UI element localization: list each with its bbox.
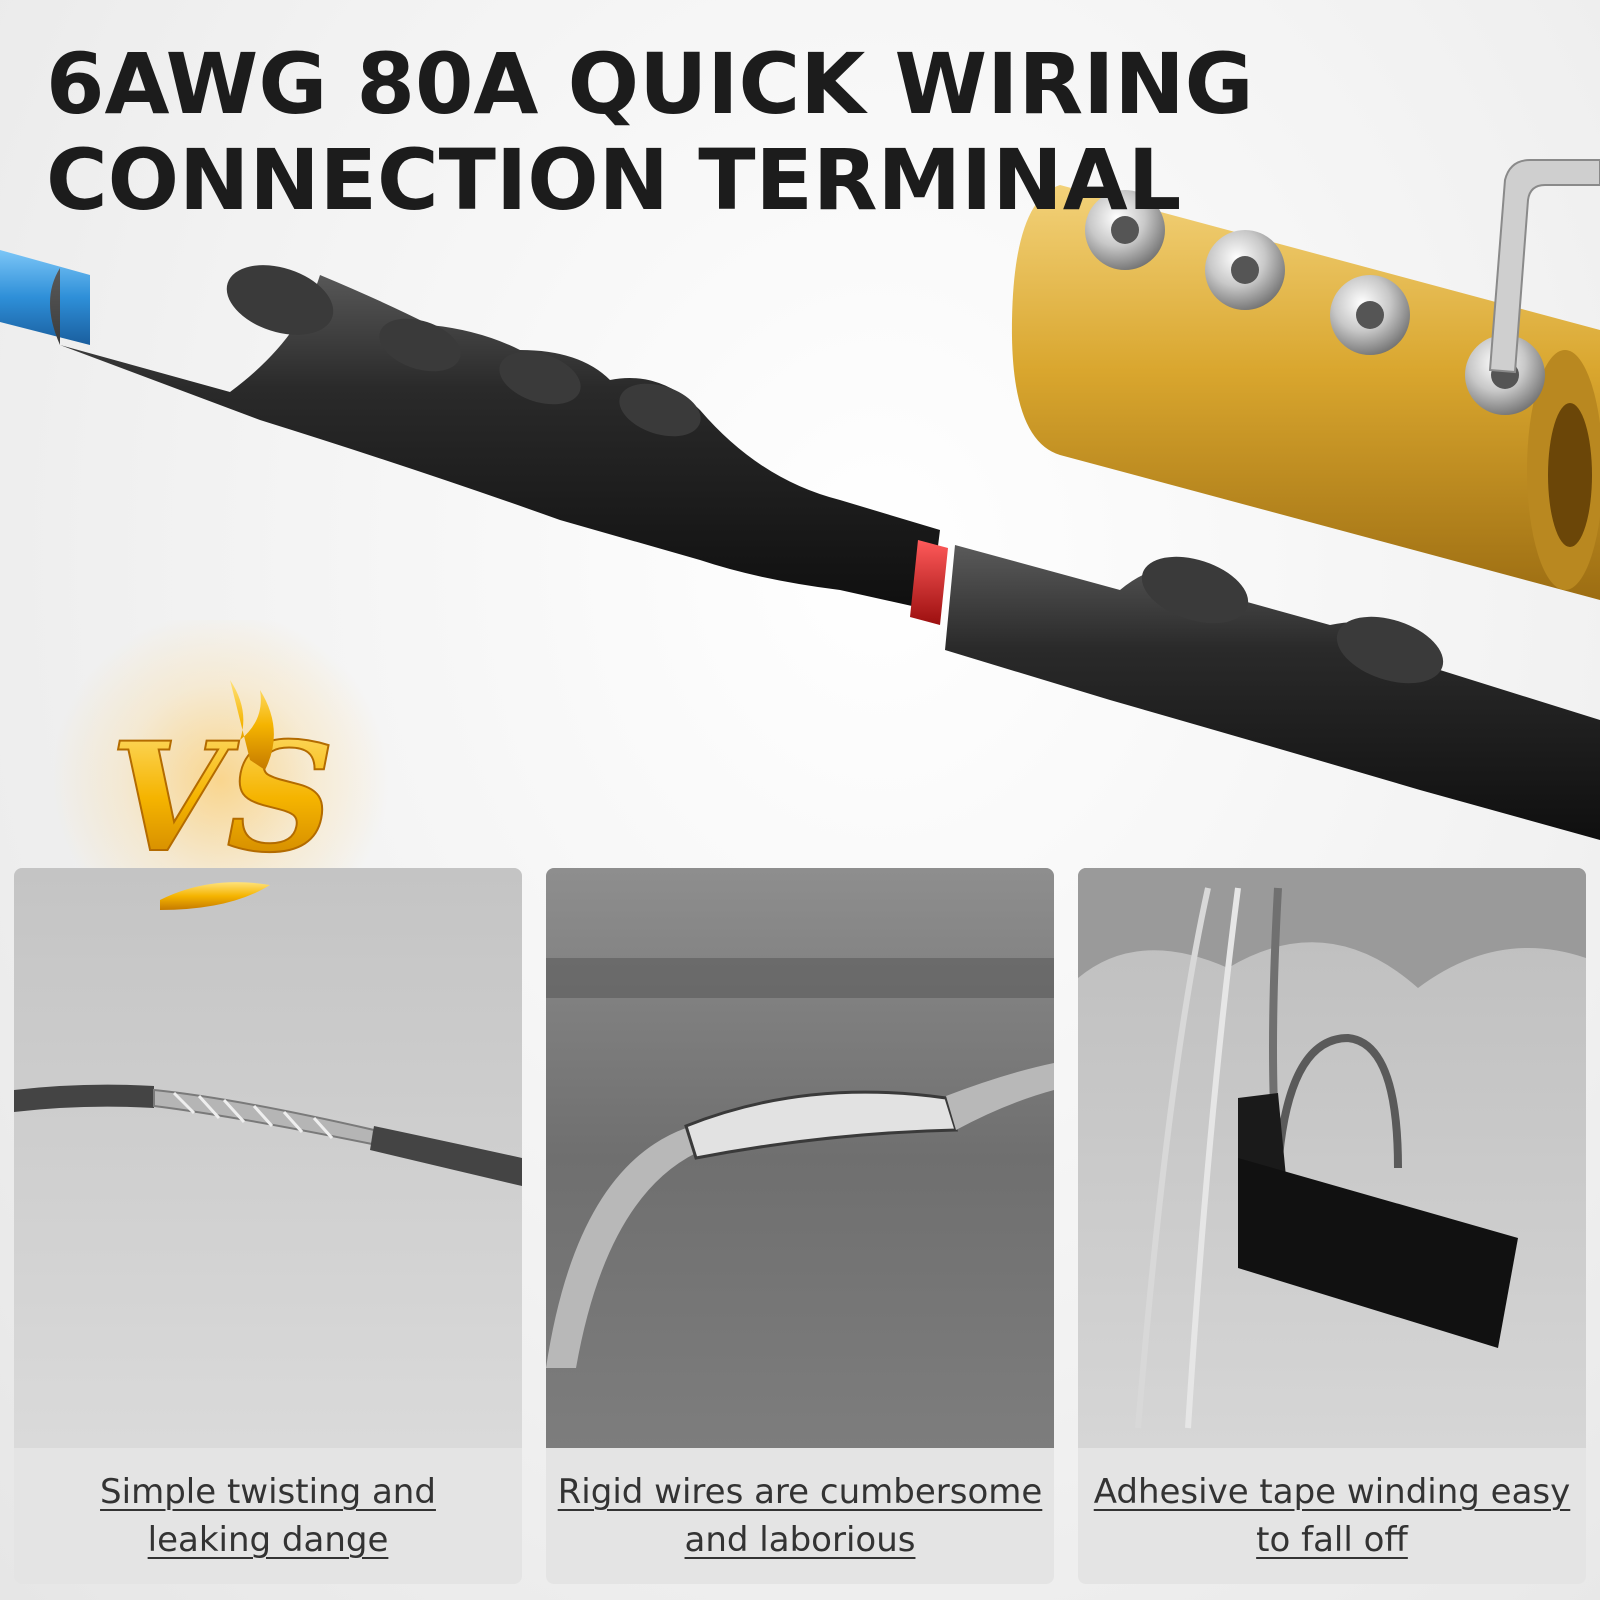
comparison-panel-rigid: Rigid wires are cumbersome and laborious bbox=[546, 868, 1054, 1584]
flame-accent-bottom bbox=[160, 882, 270, 910]
vs-text: VS bbox=[110, 710, 335, 886]
caption-rigid-line-2: and laborious bbox=[684, 1520, 916, 1560]
heat-shrink-left bbox=[50, 268, 940, 610]
headline-line-2: CONNECTION TERMINAL bbox=[46, 131, 1182, 229]
comparison-panel-twisting: Simple twisting and leaking dange bbox=[14, 868, 522, 1584]
hero-product-illustration bbox=[0, 159, 1600, 840]
flame-accent bbox=[230, 680, 274, 770]
taped-wire-photo bbox=[1078, 868, 1586, 1448]
heat-shrink-right bbox=[945, 545, 1600, 840]
blue-cable bbox=[0, 250, 90, 345]
caption-twisting: Simple twisting and leaking dange bbox=[14, 1448, 522, 1584]
right-cable-assembly bbox=[945, 545, 1600, 840]
caption-tape-line-2: to fall off bbox=[1256, 1520, 1408, 1560]
caption-twisting-line-1: Simple twisting and bbox=[100, 1472, 436, 1512]
page-headline: 6AWG 80A QUICK WIRING CONNECTION TERMINA… bbox=[46, 36, 1254, 228]
brass-terminal bbox=[1011, 159, 1600, 600]
red-ring bbox=[910, 540, 948, 625]
caption-twisting-line-2: leaking dange bbox=[147, 1520, 389, 1560]
caption-tape-line-1: Adhesive tape winding easy bbox=[1093, 1472, 1571, 1512]
caption-rigid: Rigid wires are cumbersome and laborious bbox=[546, 1448, 1054, 1584]
caption-tape: Adhesive tape winding easy to fall off bbox=[1078, 1448, 1586, 1584]
hex-key bbox=[1488, 159, 1600, 374]
caption-rigid-line-1: Rigid wires are cumbersome bbox=[557, 1472, 1043, 1512]
vs-badge: VS bbox=[109, 680, 336, 910]
soldered-wire-photo bbox=[546, 868, 1054, 1448]
headline-line-1: 6AWG 80A QUICK WIRING bbox=[46, 35, 1254, 133]
comparison-panel-tape: Adhesive tape winding easy to fall off bbox=[1078, 868, 1586, 1584]
twisted-wire-photo bbox=[14, 868, 522, 1448]
left-cable-assembly bbox=[0, 250, 940, 610]
